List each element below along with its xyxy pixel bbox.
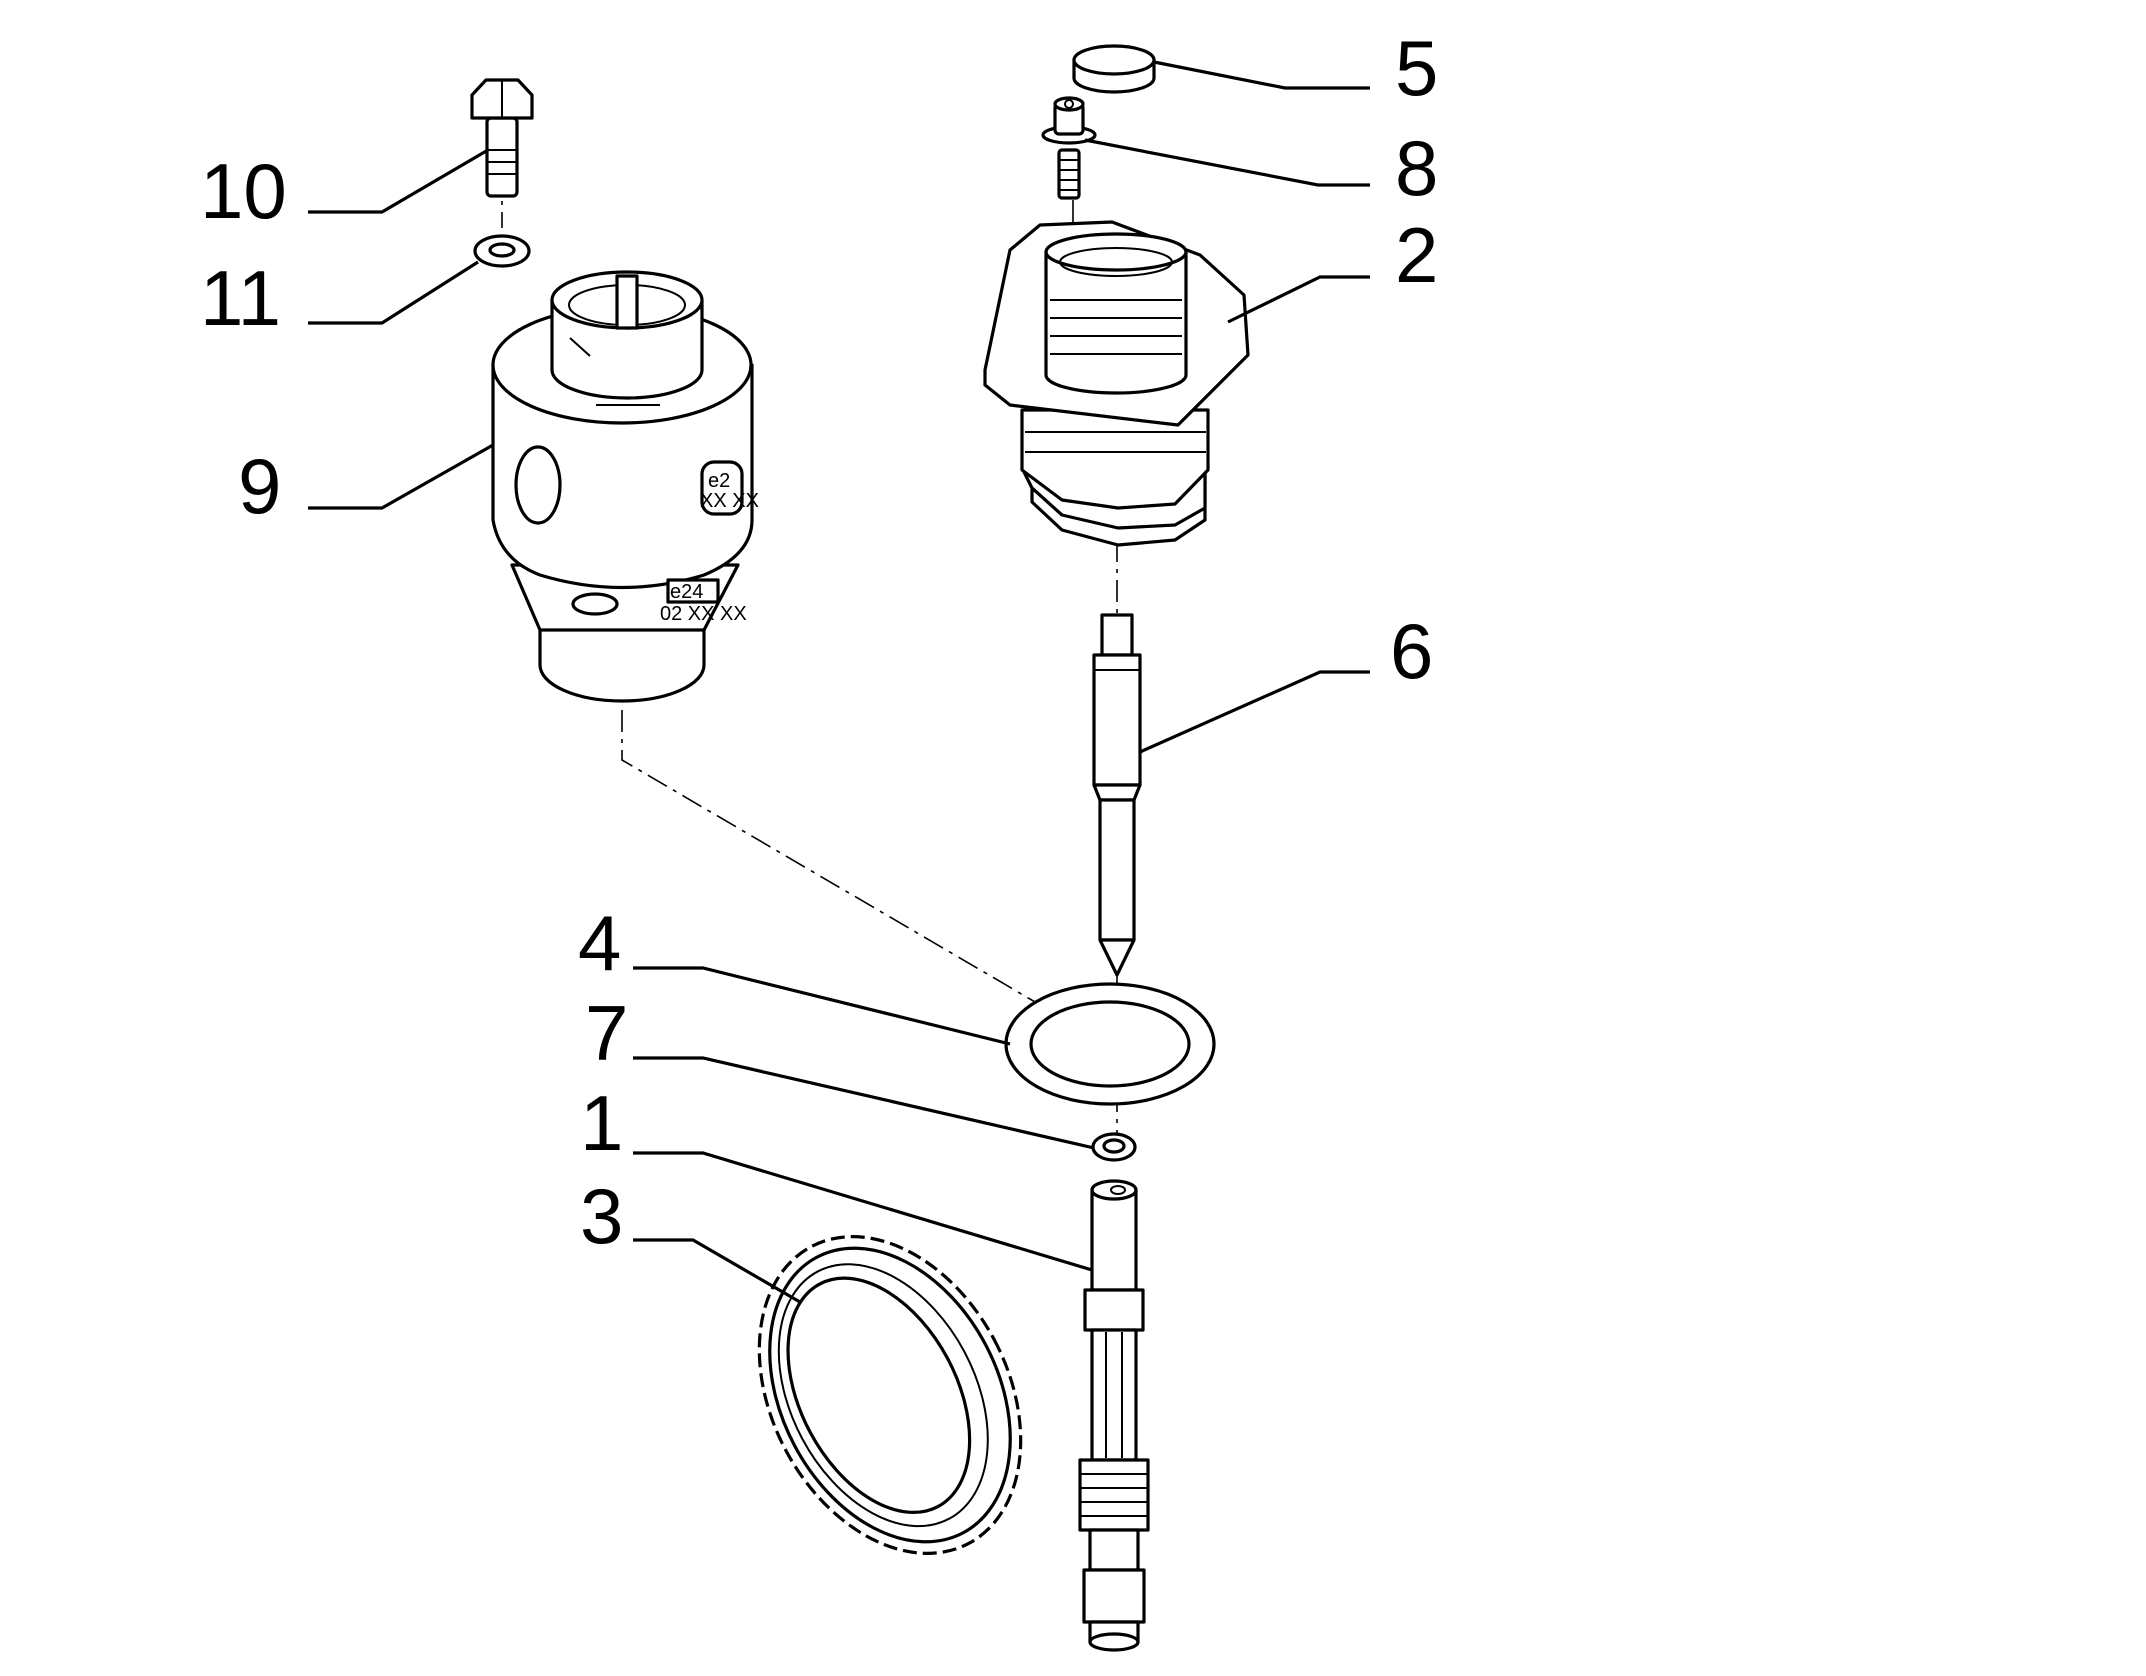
part-9-body-mark: e24 (670, 581, 703, 603)
leader-9 (308, 443, 494, 510)
part-11-washer[interactable] (473, 234, 531, 268)
part-9-sensor[interactable] (491, 270, 754, 703)
leader-10 (308, 148, 489, 214)
callout-labels: 5 8 2 6 10 11 9 4 7 1 3 (200, 24, 1438, 1260)
part-7-seal[interactable] (1091, 1132, 1137, 1162)
callout-5: 5 (1395, 24, 1438, 112)
callout-10: 10 (200, 147, 287, 235)
part-1-gear-shaft[interactable] (1078, 1179, 1150, 1652)
leader-3 (633, 1238, 801, 1304)
part-10-bolt[interactable] (470, 78, 534, 198)
callout-3: 3 (580, 1172, 623, 1260)
leader-7 (633, 1056, 1095, 1150)
callout-2: 2 (1395, 211, 1438, 299)
part-5-cap[interactable] (1072, 44, 1156, 94)
callout-8: 8 (1395, 124, 1438, 212)
leader-4 (633, 966, 1011, 1046)
part-9-cap-mark: e2 (708, 470, 730, 492)
leader-8 (1084, 138, 1370, 187)
leader-2 (1227, 275, 1370, 324)
callout-6: 6 (1390, 607, 1433, 695)
leader-11 (308, 260, 479, 325)
part-9-body-code: 02 XX XX (660, 603, 747, 625)
part-6-shaft[interactable] (1092, 613, 1142, 977)
part-4-o-ring[interactable] (1004, 982, 1216, 1106)
leader-1 (633, 1151, 1093, 1272)
part-2-sensor-holder[interactable] (983, 220, 1250, 547)
callout-11: 11 (200, 254, 281, 342)
part-8-screw[interactable] (1041, 96, 1097, 200)
leader-lines (308, 60, 1370, 1304)
callout-9: 9 (238, 442, 281, 530)
part-3-tone-ring[interactable] (707, 1191, 1073, 1598)
callout-7: 7 (585, 989, 628, 1077)
leader-6 (1139, 670, 1370, 754)
leader-5 (1153, 60, 1370, 90)
callout-1: 1 (580, 1079, 623, 1167)
callout-4: 4 (578, 899, 621, 987)
part-9-cap-code: XX XX (700, 490, 759, 512)
